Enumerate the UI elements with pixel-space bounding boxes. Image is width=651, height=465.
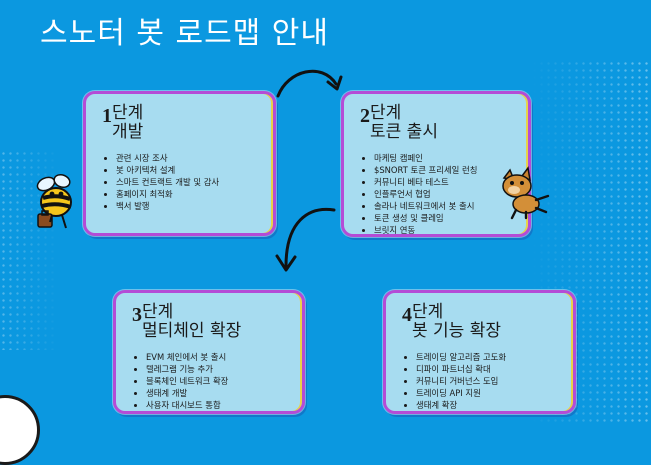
- list-item: 트레이딩 API 지원: [416, 387, 563, 399]
- list-item: 관련 시장 조사: [116, 152, 263, 164]
- list-item: 홈페이지 최적화: [116, 188, 263, 200]
- arrow-stage2-to-stage3: [275, 207, 336, 272]
- stage-title: 토큰 출시: [370, 122, 438, 142]
- list-item: 솔라나 네트워크에서 봇 출시: [374, 200, 518, 212]
- stage-number: 1: [102, 105, 112, 127]
- stage-label: 단계: [370, 103, 402, 123]
- bee-mascot-icon: [36, 173, 72, 229]
- list-item: 토큰 생성 및 클레임: [374, 212, 518, 224]
- list-item: $SNORT 토큰 프리세일 런칭: [374, 164, 518, 176]
- stage-header: 1 단계 개발: [102, 104, 263, 142]
- list-item: 스마트 컨트랙트 개발 및 감사: [116, 176, 263, 188]
- list-item: 봇 아키텍처 설계: [116, 164, 263, 176]
- list-item: 생태계 개발: [146, 387, 292, 399]
- stage-number: 4: [402, 304, 412, 326]
- stage-item-list: 관련 시장 조사 봇 아키텍처 설계 스마트 컨트랙트 개발 및 감사 홈페이지…: [102, 152, 263, 212]
- list-item: 백서 발행: [116, 200, 263, 212]
- list-item: 트레이딩 알고리즘 고도화: [416, 351, 563, 363]
- stage-item-list: 마케팅 캠페인 $SNORT 토큰 프리세일 런칭 커뮤니티 베타 테스트 인플…: [360, 152, 518, 236]
- list-item: 브릿지 연동: [374, 224, 518, 236]
- stage-title: 봇 기능 확장: [412, 321, 502, 341]
- list-item: 텔레그램 기능 추가: [146, 363, 292, 375]
- stage-title: 개발: [112, 122, 144, 142]
- stage-label: 단계: [412, 302, 444, 322]
- list-item: 디파이 파트너십 확대: [416, 363, 563, 375]
- stage-card-3: 3 단계 멀티체인 확장 EVM 체인에서 봇 출시 텔레그램 기능 추가 블록…: [113, 290, 305, 414]
- list-item: 블록체인 네트워크 확장: [146, 375, 292, 387]
- list-item: 인플루언서 협업: [374, 188, 518, 200]
- dog-mascot-icon: [502, 166, 550, 220]
- list-item: 마케팅 캠페인: [374, 152, 518, 164]
- stage-number: 2: [360, 105, 370, 127]
- list-item: 생태계 확장: [416, 399, 563, 411]
- arrow-stage1-to-stage2: [276, 69, 343, 98]
- stage-item-list: EVM 체인에서 봇 출시 텔레그램 기능 추가 블록체인 네트워크 확장 생태…: [132, 351, 292, 411]
- list-item: EVM 체인에서 봇 출시: [146, 351, 292, 363]
- stage-card-2: 2 단계 토큰 출시 마케팅 캠페인 $SNORT 토큰 프리세일 런칭 커뮤니…: [341, 91, 531, 237]
- list-item: 사용자 대시보드 통합: [146, 399, 292, 411]
- stage-label: 단계: [112, 103, 144, 123]
- list-item: 커뮤니티 베타 테스트: [374, 176, 518, 188]
- stage-title: 멀티체인 확장: [142, 321, 242, 341]
- stage-item-list: 트레이딩 알고리즘 고도화 디파이 파트너십 확대 커뮤니티 거버넌스 도입 트…: [402, 351, 563, 411]
- page-title: 스노터 봇 로드맵 안내: [40, 16, 330, 51]
- stage-card-4: 4 단계 봇 기능 확장 트레이딩 알고리즘 고도화 디파이 파트너십 확대 커…: [383, 290, 576, 414]
- stage-header: 3 단계 멀티체인 확장: [132, 303, 292, 341]
- list-item: 커뮤니티 거버넌스 도입: [416, 375, 563, 387]
- chat-bubble-icon[interactable]: [0, 395, 40, 465]
- stage-number: 3: [132, 304, 142, 326]
- stage-label: 단계: [142, 302, 174, 322]
- stage-card-1: 1 단계 개발 관련 시장 조사 봇 아키텍처 설계 스마트 컨트랙트 개발 및…: [83, 91, 276, 236]
- stage-header: 4 단계 봇 기능 확장: [402, 303, 563, 341]
- stage-header: 2 단계 토큰 출시: [360, 104, 518, 142]
